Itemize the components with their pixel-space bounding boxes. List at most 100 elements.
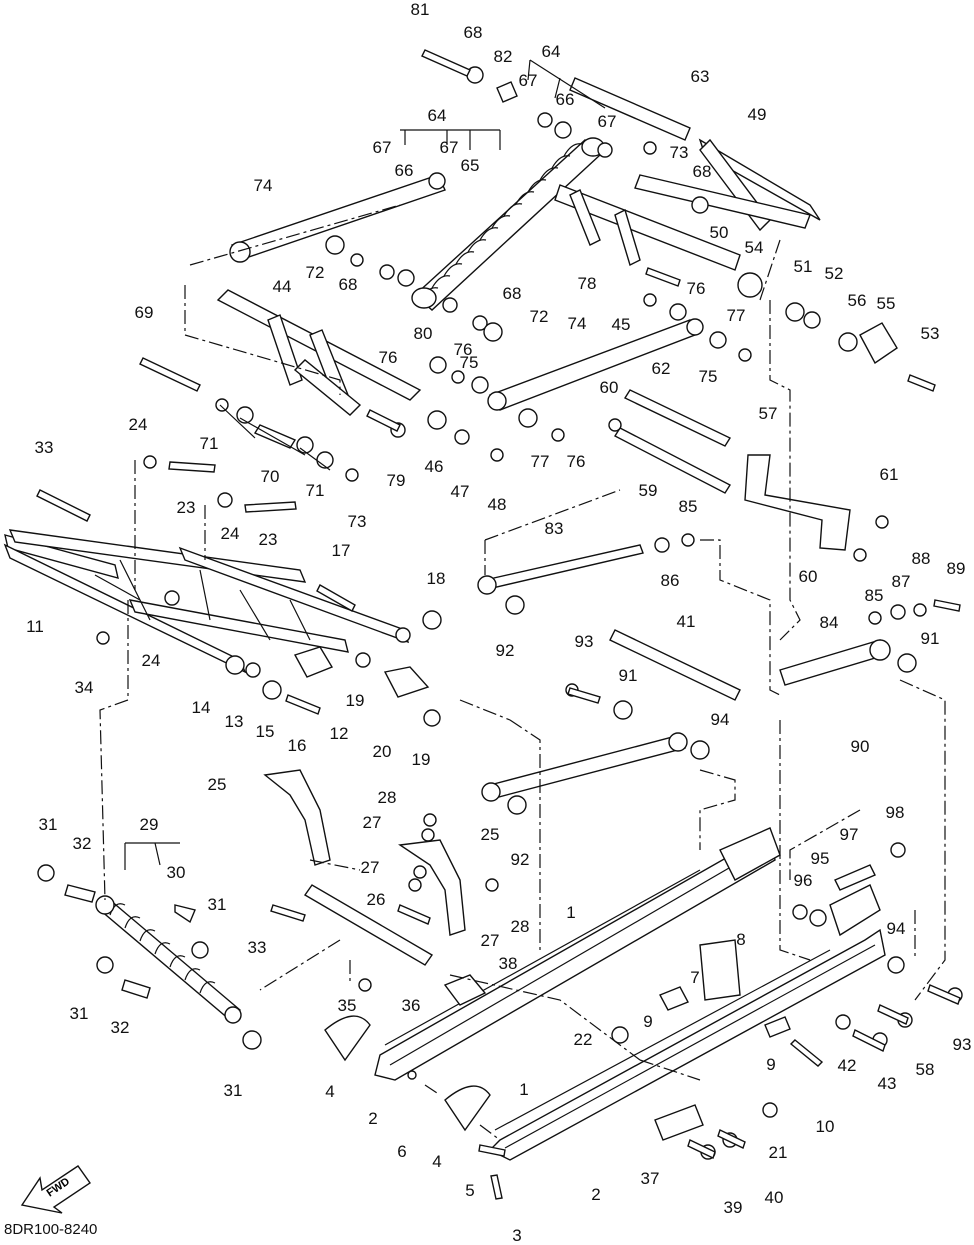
callout-label: 91 — [921, 629, 940, 648]
fwd-arrow — [20, 1165, 91, 1214]
slide-rail-lower — [488, 884, 886, 1161]
callout-label: 64 — [428, 106, 447, 125]
callout-label: 1 — [566, 903, 575, 922]
callout-label: 23 — [259, 530, 278, 549]
callout-label: 45 — [612, 315, 631, 334]
callout-label: 57 — [759, 404, 778, 423]
callout-label: 52 — [825, 264, 844, 283]
callout-label: 24 — [129, 415, 148, 434]
callout-label: 82 — [494, 47, 513, 66]
callout-label: 31 — [39, 815, 58, 834]
callout-label: 94 — [711, 710, 730, 729]
callout-label: 93 — [953, 1035, 972, 1054]
callout-label: 73 — [348, 512, 367, 531]
callout-label: 68 — [503, 284, 522, 303]
callout-label: 39 — [724, 1198, 743, 1217]
callout-label: 27 — [361, 858, 380, 877]
damper-rod — [489, 734, 686, 799]
callout-label: 85 — [865, 586, 884, 605]
callout-label: 71 — [306, 481, 325, 500]
callout-label: 92 — [496, 641, 515, 660]
callout-label: 32 — [73, 834, 92, 853]
callout-label: 74 — [254, 176, 273, 195]
callout-label: 65 — [461, 156, 480, 175]
part-code: 8DR100-8240 — [4, 1221, 98, 1238]
callout-label: 8 — [736, 930, 745, 949]
callout-label: 25 — [481, 825, 500, 844]
callout-label: 4 — [325, 1082, 334, 1101]
callout-label: 25 — [208, 775, 227, 794]
slide-rail-upper — [374, 827, 781, 1081]
leader-lines — [99, 59, 946, 1141]
callout-label: 81 — [411, 0, 430, 19]
callout-label: 5 — [465, 1181, 474, 1200]
callout-label: 83 — [545, 519, 564, 538]
callout-label: 38 — [499, 954, 518, 973]
callout-label: 11 — [26, 617, 44, 636]
shaft-59 — [614, 427, 731, 494]
callout-label: 48 — [488, 495, 507, 514]
callout-label: 94 — [887, 919, 906, 938]
callout-label: 42 — [838, 1056, 857, 1075]
callout-label: 2 — [368, 1109, 377, 1128]
bracket-25-right — [398, 839, 466, 936]
callout-label: 72 — [306, 263, 325, 282]
callout-label: 84 — [820, 613, 839, 632]
callout-label: 60 — [600, 378, 619, 397]
hardware — [37, 66, 963, 1160]
callout-label: 20 — [373, 742, 392, 761]
callout-label: 68 — [464, 23, 483, 42]
callout-label: 64 — [542, 42, 561, 61]
callout-label: 34 — [75, 678, 94, 697]
callout-label: 9 — [766, 1055, 775, 1074]
callout-label: 16 — [288, 736, 307, 755]
callout-label: 96 — [794, 871, 813, 890]
callout-label: 62 — [652, 359, 671, 378]
callout-label: 33 — [248, 938, 267, 957]
front-arm-44 — [216, 289, 422, 416]
callout-label: 36 — [402, 996, 421, 1015]
callout-label: 44 — [273, 277, 292, 296]
callout-label: 29 — [140, 815, 159, 834]
callout-label: 14 — [192, 698, 211, 717]
callout-label: 2 — [591, 1185, 600, 1204]
callout-label: 53 — [921, 324, 940, 343]
callout-label: 76 — [454, 340, 473, 359]
callout-label: 4 — [432, 1152, 441, 1171]
callout-label: 63 — [691, 67, 710, 86]
callout-label: 88 — [912, 549, 931, 568]
callout-label: 61 — [880, 465, 899, 484]
callout-label: 19 — [412, 750, 431, 769]
callout-label: 50 — [710, 223, 729, 242]
callout-label: 35 — [338, 996, 357, 1015]
callout-label: 60 — [799, 567, 818, 586]
callout-label: 18 — [427, 569, 446, 588]
callout-label: 76 — [567, 452, 586, 471]
callout-label: 68 — [339, 275, 358, 294]
callout-label: 51 — [794, 257, 813, 276]
callout-label: 77 — [531, 452, 550, 471]
callout-label: 19 — [346, 691, 365, 710]
callout-label: 33 — [35, 438, 54, 457]
callout-label: 40 — [765, 1188, 784, 1207]
callout-labels: 81 68 82 64 67 66 67 63 49 73 68 64 67 6… — [26, 0, 971, 1245]
callout-label: 26 — [367, 890, 386, 909]
callout-label: 70 — [261, 467, 280, 486]
callout-label: 92 — [511, 850, 530, 869]
callout-label: 59 — [639, 481, 658, 500]
callout-label: 58 — [916, 1060, 935, 1079]
callout-label: 71 — [200, 434, 219, 453]
callout-label: 27 — [481, 931, 500, 950]
callout-label: 31 — [70, 1004, 89, 1023]
callout-label: 72 — [530, 307, 549, 326]
callout-label: 3 — [512, 1226, 521, 1245]
callout-label: 67 — [519, 71, 538, 90]
callout-label: 23 — [177, 498, 196, 517]
callout-label: 47 — [451, 482, 470, 501]
callout-label: 31 — [208, 895, 227, 914]
callout-label: 95 — [811, 849, 830, 868]
callout-label: 91 — [619, 666, 638, 685]
callout-label: 80 — [414, 324, 433, 343]
callout-label: 55 — [877, 294, 896, 313]
